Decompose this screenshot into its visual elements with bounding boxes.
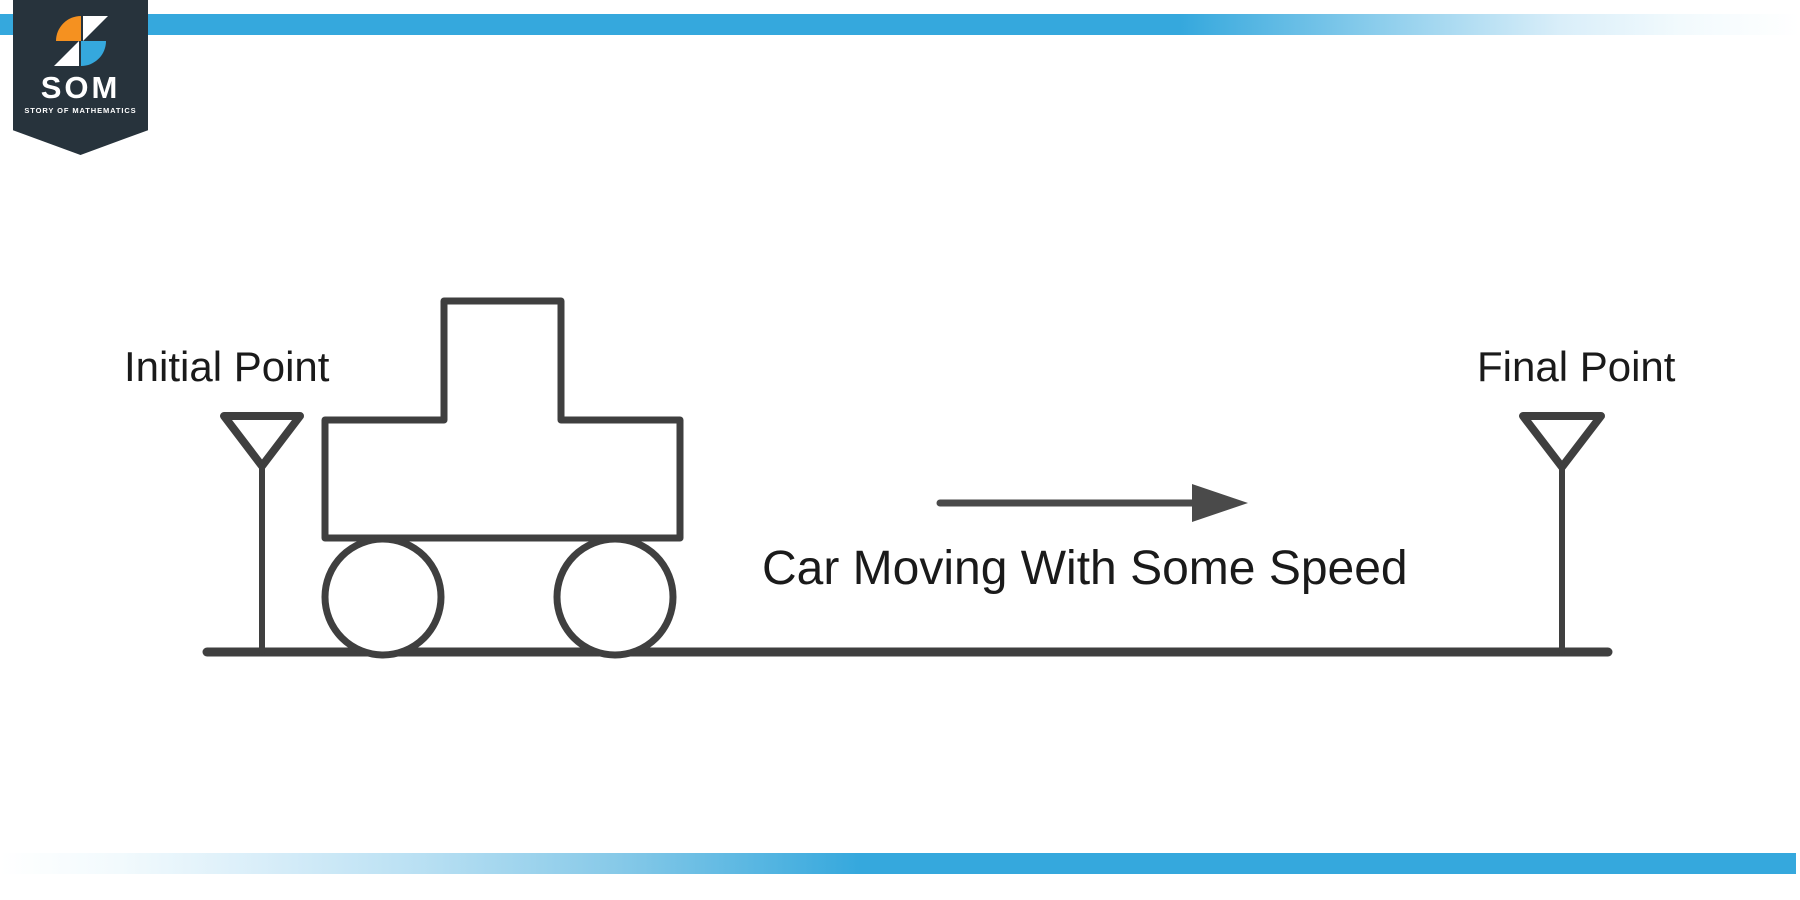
final-point-label: Final Point [1477, 343, 1676, 390]
car-illustration [321, 297, 684, 659]
final-marker-triangle-icon [1519, 412, 1605, 471]
top-accent-rule [0, 14, 1800, 35]
som-logo-mark-icon [53, 16, 108, 66]
final-point-marker [1519, 412, 1605, 655]
bottom-accent-rule [0, 853, 1796, 874]
car-body-outline [321, 297, 684, 542]
logo-tagline: STORY OF MATHEMATICS [24, 106, 137, 115]
car-rear-wheel [321, 535, 445, 659]
initial-point-marker [220, 412, 304, 655]
motion-arrow-icon [936, 484, 1248, 522]
diagram-caption: Car Moving With Some Speed [762, 542, 1408, 595]
car-front-wheel [553, 535, 677, 659]
logo-wordmark: SOM [40, 70, 121, 105]
som-logo: SOM STORY OF MATHEMATICS [13, 0, 148, 155]
motion-arrow-head [1192, 484, 1248, 522]
initial-marker-triangle-icon [220, 412, 304, 470]
initial-point-label: Initial Point [124, 343, 330, 390]
